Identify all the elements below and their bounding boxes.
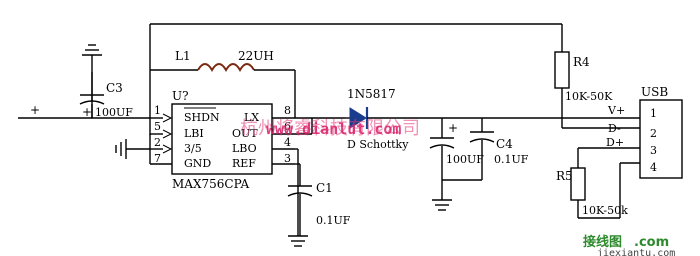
ic-pin-out: OUT (232, 127, 258, 140)
r5-label: R5 (556, 169, 573, 183)
ic-pin-lbi: LBI (184, 127, 204, 140)
l1-label: L1 (175, 49, 191, 63)
c4-value: 0.1UF (494, 153, 529, 166)
watermark-corner-com: .com (634, 235, 669, 250)
ic-designator: U? (172, 89, 189, 103)
ic-pin-num-4: 4 (284, 136, 291, 149)
diode-type: D Schottky (347, 138, 409, 151)
input-plus-label: + (30, 103, 40, 117)
c2-plus-marker: + (448, 121, 458, 135)
usb-dplus-label: D+ (606, 136, 624, 149)
capacitor-c1 (287, 163, 313, 236)
ic-pin-gnd: GND (184, 157, 211, 170)
top-rail-wire (149, 23, 563, 70)
c3-label: C3 (106, 81, 123, 95)
r4-value: 10K-50K (565, 90, 613, 103)
c4-label: C4 (496, 137, 513, 151)
ic-pin-num-8: 8 (284, 104, 291, 117)
watermark-corner-url: jiexiantu.com (597, 248, 675, 256)
capacitor-c2 (429, 118, 455, 180)
watermark-company: 杭州将睿科技有限公司 (240, 118, 420, 139)
ic-pin-num-7: 7 (154, 152, 161, 165)
c2-value: 100UF (446, 153, 484, 166)
usb-vplus-label: V+ (607, 104, 625, 117)
capacitor-c4 (432, 118, 495, 211)
diode-part: 1N5817 (347, 87, 396, 101)
ic-pin-num-3: 3 (284, 152, 291, 165)
c1-value: 0.1UF (316, 214, 351, 227)
ic-pin-shdn: SHDN (184, 111, 220, 124)
usb-pin-4: 4 (650, 161, 657, 174)
ic-pin-ref: REF (232, 157, 256, 170)
usb-title: USB (641, 85, 668, 99)
ic-max756 (149, 103, 295, 175)
capacitor-c3 (79, 44, 105, 118)
c3-value: 100UF (95, 106, 133, 119)
resistor-r4 (554, 51, 640, 129)
l1-value: 22UH (238, 49, 274, 63)
ic-pin-num-1: 1 (154, 104, 161, 117)
resistor-r5 (570, 163, 621, 219)
r5-value: 10K-50k (582, 204, 628, 217)
inductor-l1 (197, 63, 296, 118)
usb-pin-2: 2 (650, 127, 657, 140)
ic-pin-num-5: 5 (154, 120, 161, 133)
ic-pin-num-2: 2 (154, 136, 161, 149)
c3-plus-marker: + (82, 105, 92, 119)
watermark-url: www.dianlut.com (266, 120, 401, 138)
ic-left-ground (115, 139, 150, 159)
watermark-corner-cn: 接线图 (583, 234, 622, 250)
usb-pin-3: 3 (650, 144, 657, 157)
ic-pin-35: 3/5 (184, 142, 202, 155)
usb-connector (555, 99, 683, 179)
ic-part-number: MAX756CPA (172, 177, 250, 191)
input-wire (18, 69, 198, 135)
usb-dminus-label: D- (608, 122, 621, 135)
out-wire (295, 117, 345, 135)
ic-pin-lx: LX (244, 111, 259, 124)
usb-pin-1: 1 (650, 107, 657, 120)
r4-label: R4 (573, 55, 590, 69)
c1-label: C1 (316, 181, 333, 195)
diode-1n5817 (345, 107, 555, 129)
ic-pin-num-6: 6 (284, 120, 291, 133)
ic-pin-lbo: LBO (232, 142, 257, 155)
